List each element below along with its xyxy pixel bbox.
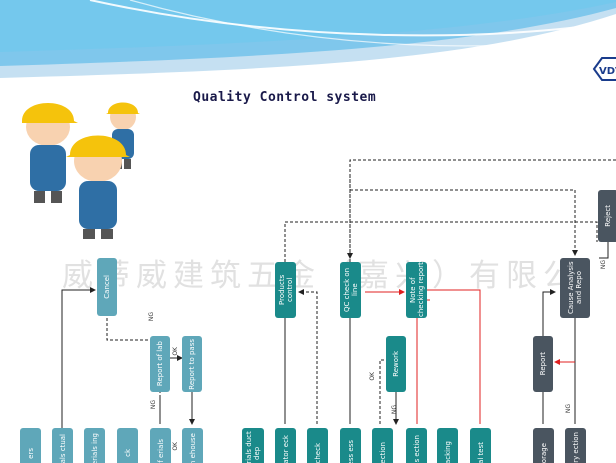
cause-analysis-box: Cause Analysis and Repo: [560, 258, 590, 318]
bottom-box-3: aterials ing: [84, 428, 105, 463]
rework-box: Rework: [386, 336, 406, 392]
bottom-box-13: acking: [437, 428, 458, 463]
cancel-box: Cancel: [97, 258, 117, 316]
bottom-box-2: erials ctual: [52, 428, 73, 463]
logo-text: VDV: [599, 66, 616, 77]
report-box: Report: [533, 336, 553, 392]
ng-label-lab: NG: [150, 400, 157, 410]
report-to-pass-box: Report to pass: [182, 336, 202, 392]
bottom-box-16: ctory ection: [565, 428, 586, 463]
bottom-box-8: erator eck: [275, 428, 296, 463]
report-of-lab-box: Report of lab: [150, 336, 170, 392]
ok-label-warehouse: OK: [172, 442, 179, 451]
bottom-box-15: orage: [533, 428, 554, 463]
bottom-box-1: ers: [20, 428, 41, 463]
bottom-box-5: of erials: [150, 428, 171, 463]
bottom-box-4: ck: [117, 428, 138, 463]
ng-label-rework: NG: [391, 405, 398, 415]
watermark-text: 威蒂威建筑五金（嘉兴）有限公: [62, 258, 580, 294]
ok-label-lab: OK: [172, 347, 179, 356]
bottom-box-11: ection: [372, 428, 393, 463]
vdv-logo: VDV: [590, 56, 616, 82]
page-title: Quality Control system: [193, 90, 377, 105]
bottom-box-7: aterials duct dep: [242, 428, 264, 463]
ng-label-reject: NG: [600, 260, 607, 270]
note-of-checking-report-box: Note of checking report: [406, 262, 427, 318]
bottom-box-12: ess ection: [406, 428, 427, 463]
bottom-box-6: g in ehouse: [182, 428, 203, 463]
qc-check-on-line-box: QC check on line: [340, 262, 361, 318]
products-control-box: Products control: [275, 262, 296, 318]
bottom-box-9: check: [307, 428, 328, 463]
reject-box: Reject: [598, 190, 616, 242]
ng-label-storage: NG: [565, 404, 572, 414]
workers-illustration: [22, 102, 140, 239]
ng-label-cancel: NG: [148, 312, 155, 322]
header-banner: [0, 0, 616, 78]
bottom-box-14: al test: [470, 428, 491, 463]
bottom-box-10: ess ess: [340, 428, 361, 463]
ok-label-rework: OK: [369, 372, 376, 381]
